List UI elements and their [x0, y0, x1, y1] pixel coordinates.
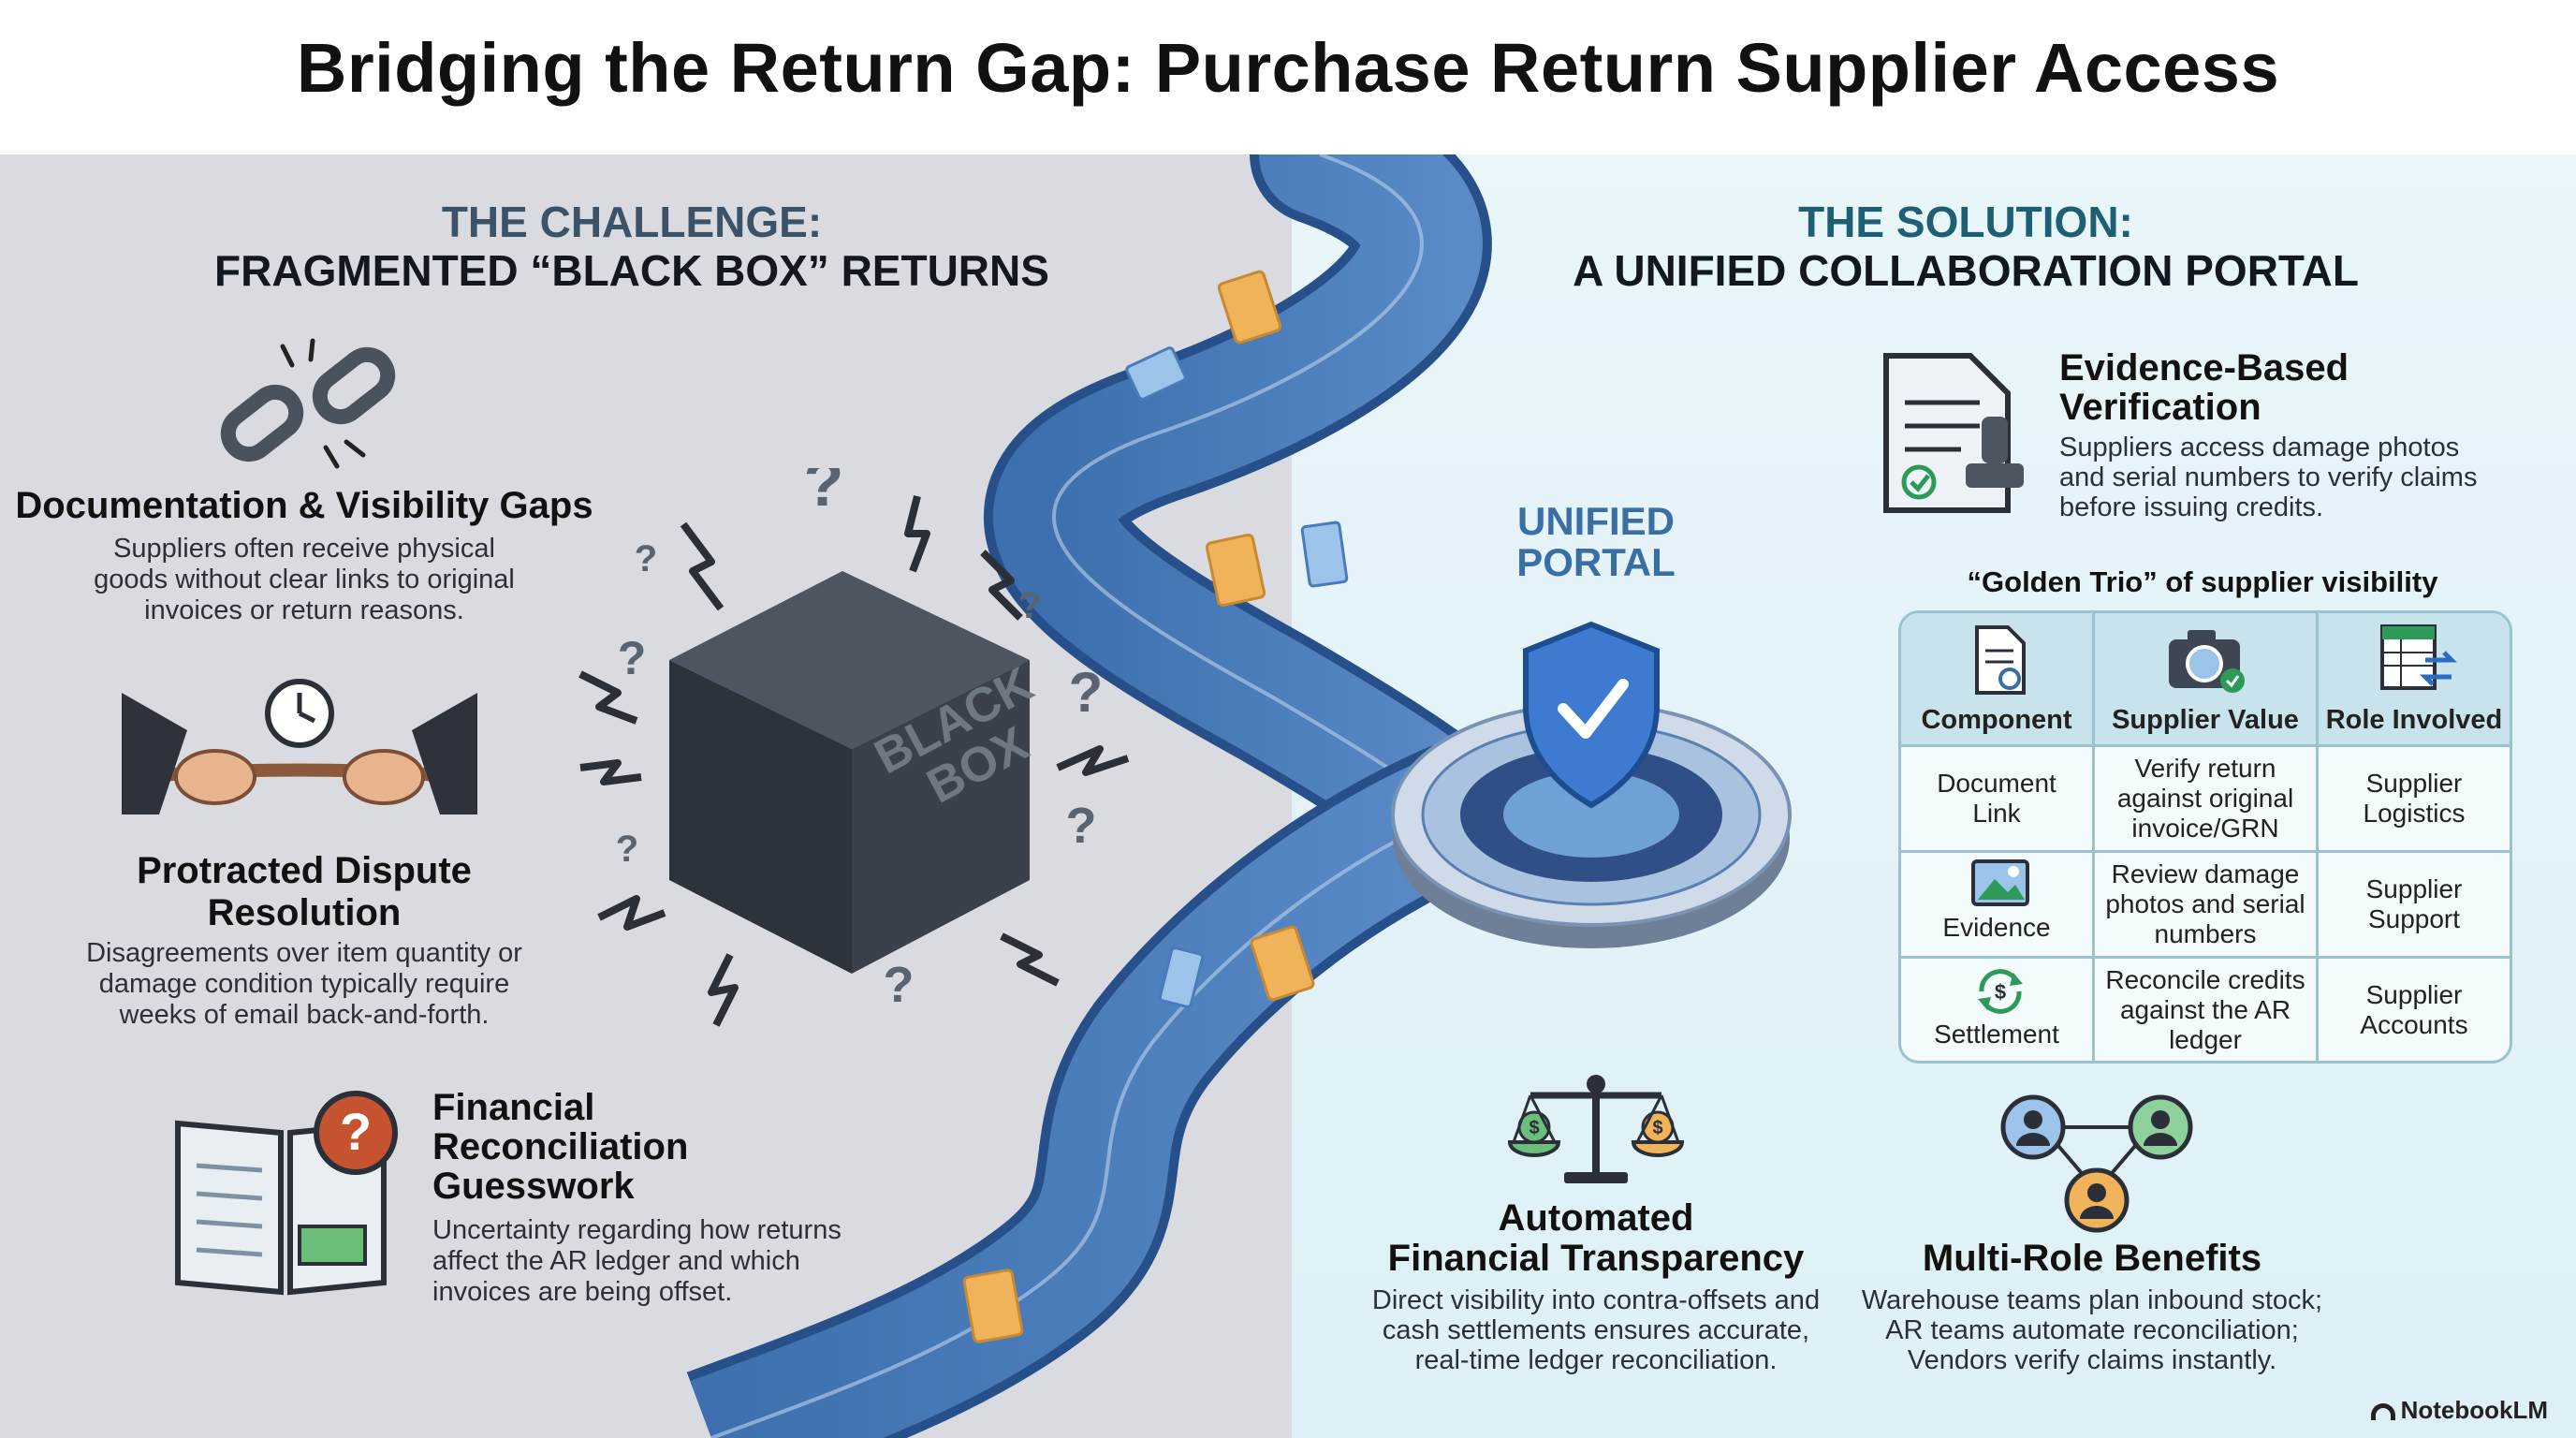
financial-transparency-text: Direct visibility into contra-offsets an…: [1371, 1285, 1821, 1375]
document-stamp-icon: [1883, 353, 2024, 513]
svg-text:?: ?: [616, 829, 638, 870]
image-icon: [1971, 859, 2029, 906]
road-illustration: [686, 154, 1792, 1438]
svg-text:?: ?: [618, 632, 647, 684]
notebooklm-brand: NotebookLM: [2370, 1396, 2548, 1425]
challenge-heading-line1: THE CHALLENGE:: [441, 198, 823, 246]
header-supplier-value: Supplier Value: [2112, 705, 2299, 735]
svg-text:?: ?: [1066, 798, 1097, 854]
table-row-3-component: Settlement: [1934, 1020, 2059, 1049]
users-network-icon: [2000, 1094, 2193, 1233]
settlement-cycle-icon: $: [1978, 969, 2023, 1014]
solution-heading-line2: A UNIFIED COLLABORATION PORTAL: [1573, 246, 2359, 295]
camera-icon: [2169, 630, 2245, 693]
svg-text:$: $: [1529, 1118, 1539, 1138]
document-icon: [962, 270, 1315, 1343]
black-box-illustration: ? ? ? ? ? ? ? ?: [578, 468, 1130, 1027]
svg-text:$: $: [1995, 980, 2006, 1004]
challenge-heading-line2: FRAGMENTED “BLACK BOX” RETURNS: [214, 246, 1049, 295]
multi-role-title: Multi-Role Benefits: [1922, 1238, 2262, 1279]
tug-of-war-icon: [122, 679, 477, 814]
svg-text:?: ?: [635, 538, 657, 580]
svg-text:?: ?: [1069, 661, 1104, 724]
solution-heading-line1: THE SOLUTION:: [1798, 198, 2133, 246]
multi-role-text: Warehouse teams plan inbound stock;AR te…: [1861, 1285, 2323, 1375]
scales-icon: $$: [1507, 1075, 1685, 1183]
spreadsheet-transfer-icon: [2380, 624, 2457, 690]
golden-trio-title: “Golden Trio” of supplier visibility: [1967, 565, 2438, 598]
table-row-2-component: Evidence: [1942, 913, 2051, 942]
documentation-gaps-title: Documentation & Visibility Gaps: [15, 485, 593, 526]
svg-text:?: ?: [1018, 585, 1041, 626]
svg-text:?: ?: [804, 468, 844, 520]
header-role-involved: Role Involved: [2325, 705, 2503, 735]
svg-text:?: ?: [340, 1102, 372, 1161]
notebooklm-logo-icon: [2370, 1403, 2395, 1420]
document-link-icon: [1975, 625, 2026, 695]
torn-ledger-icon: ?: [175, 1091, 398, 1296]
svg-text:$: $: [1652, 1118, 1662, 1138]
header-component: Component: [1921, 705, 2072, 735]
svg-text:?: ?: [884, 957, 915, 1013]
golden-trio-table: Component Supplier Value Role Involved D…: [1898, 610, 2512, 1064]
page-title: Bridging the Return Gap: Purchase Return…: [296, 29, 2280, 107]
broken-chain-icon: [220, 338, 396, 469]
